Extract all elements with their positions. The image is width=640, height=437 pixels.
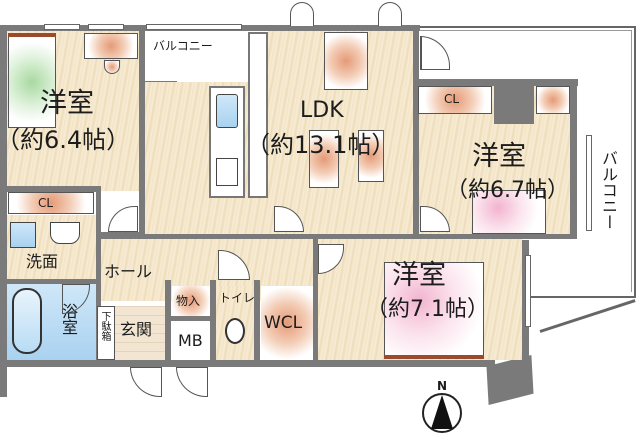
closet-nw-label: CL xyxy=(38,196,54,210)
room-size-western-se: （約7.1帖） xyxy=(366,297,489,322)
door-mb[interactable] xyxy=(176,367,208,397)
storage-label: 物入 xyxy=(176,294,201,308)
dining-table xyxy=(324,32,368,90)
outer-wall xyxy=(96,232,576,239)
inner-wall xyxy=(139,31,145,239)
outer-wall xyxy=(0,25,7,397)
closet-nw xyxy=(8,192,94,214)
inner-wall xyxy=(210,280,216,367)
inner-wall xyxy=(0,279,96,284)
inner-wall xyxy=(413,86,419,236)
washing-machine xyxy=(10,222,36,248)
compass-north-label: N xyxy=(437,379,448,393)
inner-wall xyxy=(165,280,171,367)
outer-wall xyxy=(0,360,495,367)
balcony-top-label: バルコニー xyxy=(153,39,213,53)
bed-headboard xyxy=(8,33,56,37)
closet-e xyxy=(418,86,492,114)
bed-se-headboard xyxy=(384,355,484,359)
room-size-western-nw: （約6.4帖） xyxy=(0,126,131,154)
entrance-label: 玄関 xyxy=(120,320,153,339)
closet-e-label: CL xyxy=(444,92,460,106)
walk-in-closet-label: WCL xyxy=(264,313,303,333)
kitchen-sink xyxy=(216,94,238,128)
outer-wall xyxy=(412,25,419,87)
sofa-a xyxy=(309,130,339,188)
room-name-western-nw: 洋室 xyxy=(40,88,94,119)
entrance-floor xyxy=(115,306,165,360)
walk-in-closet xyxy=(261,286,313,360)
inner-wall xyxy=(96,186,101,366)
desk-e xyxy=(536,86,570,114)
room-name-western-se: 洋室 xyxy=(392,260,446,291)
room-name-ldk: LDK xyxy=(300,98,344,123)
window-top-nw xyxy=(44,24,80,30)
kitchen-partition xyxy=(248,32,268,198)
desk-nw xyxy=(84,33,138,59)
toilet-label: トイレ xyxy=(219,291,256,305)
washroom-label: 洗面 xyxy=(26,252,59,271)
balcony-edge-diagonal xyxy=(539,299,636,333)
window-top-desk xyxy=(88,24,124,30)
window-se xyxy=(525,255,531,327)
shoe-box-label: 下駄箱 xyxy=(99,311,110,341)
wash-basin xyxy=(50,222,80,244)
room-name-western-e: 洋室 xyxy=(472,141,526,172)
chair-nw xyxy=(104,60,120,74)
shoe-box xyxy=(97,306,115,360)
window-top-balcony xyxy=(146,24,242,30)
compass-arrow-icon xyxy=(431,395,453,429)
balcony-small xyxy=(145,31,245,81)
balcony-right-label: バルコニー xyxy=(599,150,618,230)
door-ldk-top-left[interactable] xyxy=(290,2,314,26)
hall-label: ホール xyxy=(104,262,153,281)
front-door[interactable] xyxy=(130,367,162,397)
inner-wall xyxy=(0,186,98,192)
bed-e xyxy=(472,190,546,234)
column-e xyxy=(494,80,534,124)
meter-box xyxy=(172,322,210,360)
storage xyxy=(172,286,210,316)
balcony-edge-lower xyxy=(526,296,636,298)
sofa-b xyxy=(358,130,384,182)
inner-wall xyxy=(254,280,260,367)
bathtub xyxy=(12,288,42,354)
meter-box-label: MB xyxy=(178,331,203,350)
bed-nw xyxy=(8,36,56,128)
room-size-western-e: （約6.7帖） xyxy=(446,178,569,203)
inner-wall xyxy=(313,239,318,367)
door-ldk-top-right[interactable] xyxy=(378,2,402,26)
room-size-ldk: （約13.1帖） xyxy=(246,131,396,159)
inner-wall xyxy=(165,316,215,321)
kitchen-stove xyxy=(216,158,238,186)
beds-se xyxy=(384,262,484,358)
door-western-nw[interactable] xyxy=(108,206,138,232)
toilet-bowl xyxy=(225,318,245,344)
outer-wall xyxy=(570,79,577,239)
window-e xyxy=(586,135,592,231)
